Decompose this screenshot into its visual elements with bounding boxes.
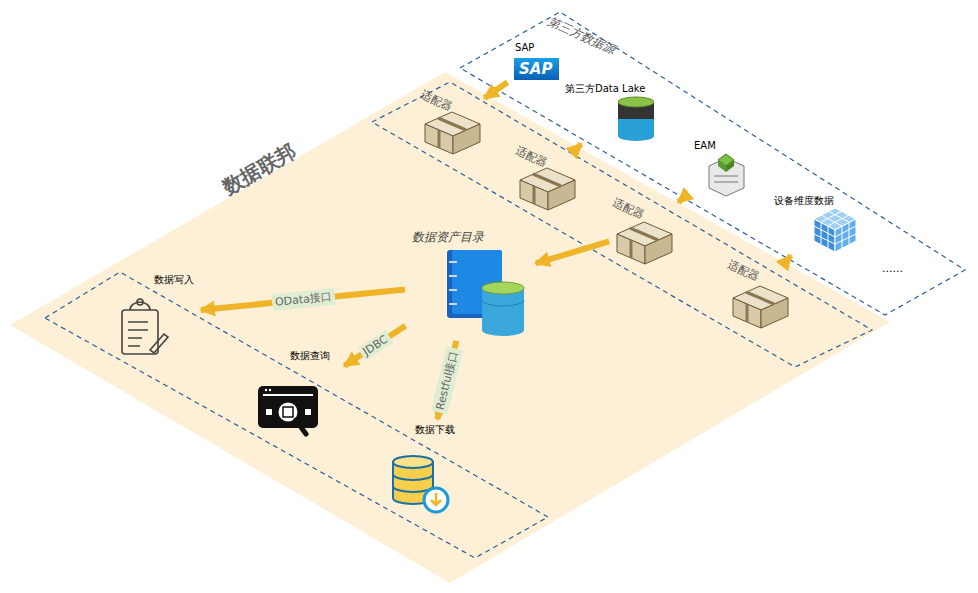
package-icon <box>425 112 480 154</box>
flow-arrow <box>678 194 687 202</box>
node-text: 适配器 <box>418 88 453 114</box>
node-text: 数据下载 <box>415 424 455 436</box>
dimension-cube-icon <box>814 208 856 252</box>
federation-ground <box>10 72 890 583</box>
eam-server-icon <box>709 154 744 196</box>
source-datalake: 第三方Data Lake <box>563 80 663 145</box>
adapter-box: 适配器 <box>420 88 482 154</box>
node-text: 适配器 <box>725 258 760 284</box>
query-box: 数据查询 <box>252 348 342 446</box>
adapter-box: 适配器 <box>612 196 676 266</box>
datalake-icon <box>618 97 654 141</box>
source-eam: EAM <box>690 138 750 196</box>
download-box: 数据下载 <box>385 422 465 518</box>
node-text: 数据查询 <box>290 350 330 362</box>
node-text: SAP <box>515 42 534 54</box>
ellipsis-label: ...... <box>882 262 903 275</box>
adapter-box: 适配器 <box>515 144 579 212</box>
node-text: 设备维度数据 <box>774 195 834 207</box>
flow-arrow <box>578 144 581 147</box>
node-text: 数据写入 <box>154 274 194 286</box>
source-equipment: 设备维度数据 <box>772 193 860 255</box>
logo-text: SAP <box>514 58 559 80</box>
asset-catalog: 数据资产目录 <box>408 228 533 338</box>
node-text: 第三方Data Lake <box>565 83 645 95</box>
package-icon <box>617 222 672 264</box>
node-text: EAM <box>694 140 716 152</box>
flow-arrow <box>484 82 507 98</box>
node-text: 适配器 <box>610 196 645 222</box>
source-region <box>460 12 965 315</box>
catalog-book-icon <box>447 250 524 336</box>
node-text: 适配器 <box>513 144 548 170</box>
source-sap: SAP SAP <box>510 40 563 85</box>
write-clipboard-icon <box>122 299 168 354</box>
flow-arrow <box>345 326 406 366</box>
package-icon <box>733 286 788 328</box>
node-text: 数据资产目录 <box>412 230 484 244</box>
flow-arrow <box>789 256 790 258</box>
write-box: 数据写入 <box>112 272 198 357</box>
adapter-box: 适配器 <box>727 258 793 330</box>
node-text: 第三方数据源 <box>546 14 617 57</box>
adapter-band <box>372 82 872 367</box>
download-db-icon <box>393 456 448 512</box>
flow-arrow <box>536 241 609 263</box>
package-icon <box>520 168 575 210</box>
query-window-icon <box>258 386 318 434</box>
